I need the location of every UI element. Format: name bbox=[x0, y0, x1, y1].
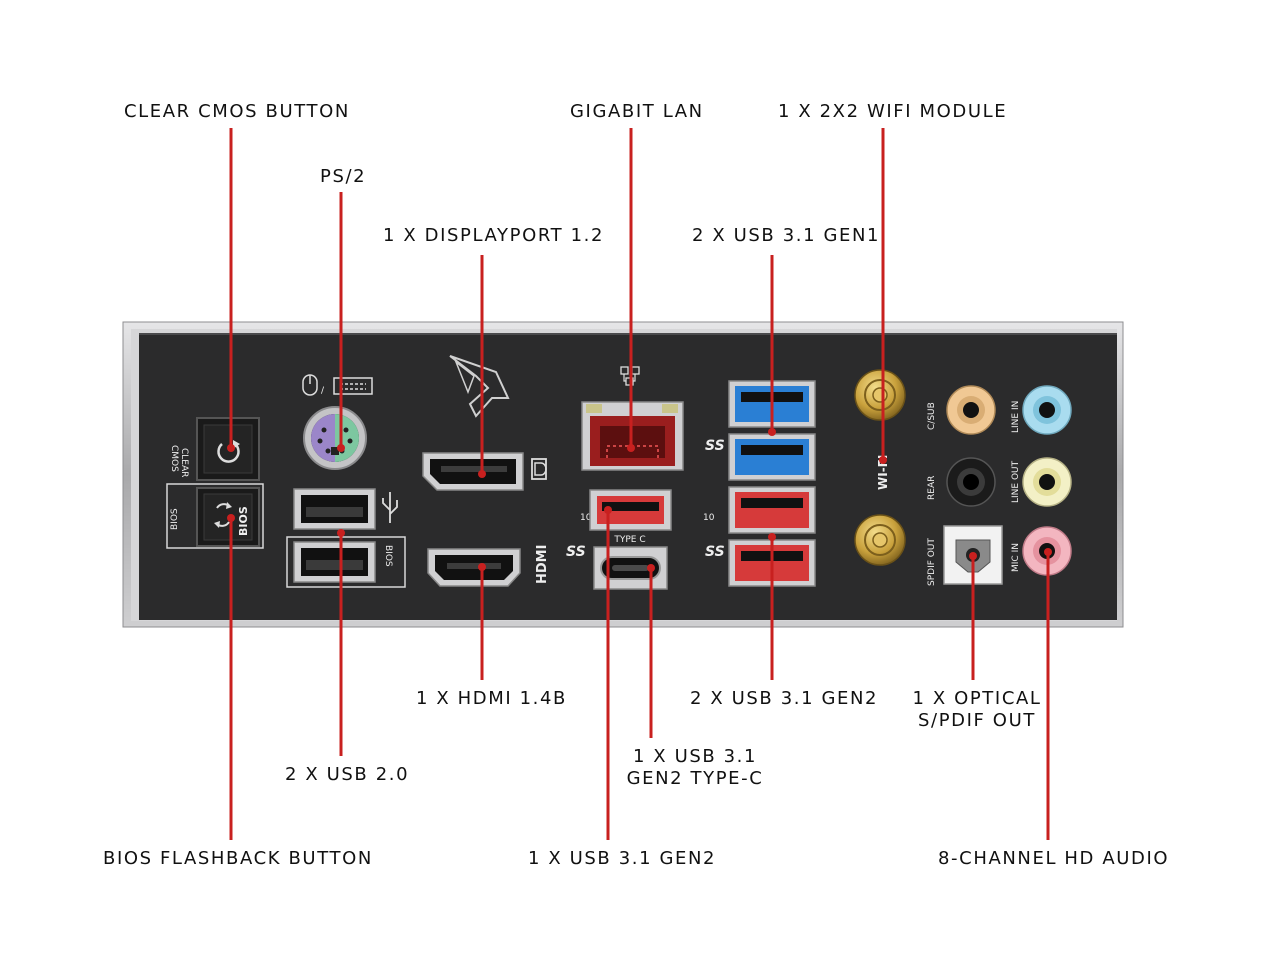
callout-optical: 1 X OPTICAL S/PDIF OUT bbox=[912, 688, 1041, 732]
usb20-port-bottom[interactable] bbox=[293, 541, 376, 583]
bios-side-label: BIOS bbox=[170, 508, 180, 530]
hdmi-port[interactable] bbox=[427, 548, 521, 587]
svg-text:SS: SS bbox=[705, 438, 725, 454]
displayport-port[interactable] bbox=[422, 452, 524, 491]
svg-text:SS: SS bbox=[705, 544, 725, 560]
callout-usb31-gen2-single: 1 X USB 3.1 GEN2 bbox=[528, 848, 717, 869]
callout-optical-line1: 1 X OPTICAL bbox=[912, 688, 1042, 709]
ss10-icon-right: SS 10 bbox=[703, 513, 725, 560]
ss10-icon-left: SS 10 bbox=[566, 513, 592, 560]
callout-clear-cmos: CLEAR CMOS BUTTON bbox=[124, 101, 350, 122]
usb-type-c-port[interactable] bbox=[593, 546, 668, 590]
audio-jack-line-in[interactable] bbox=[1022, 385, 1072, 435]
usb31-gen1-port-bottom[interactable] bbox=[728, 433, 816, 481]
svg-text:10: 10 bbox=[703, 513, 715, 523]
rog-logo bbox=[449, 355, 510, 418]
callout-bios-flashback: BIOS FLASHBACK BUTTON bbox=[103, 848, 373, 869]
bios-usb-label: BIOS bbox=[383, 545, 393, 567]
callout-optical-line2: S/PDIF OUT bbox=[918, 710, 1036, 731]
displayport-icon bbox=[531, 458, 547, 480]
ps2-port[interactable] bbox=[303, 406, 367, 470]
bios-usb-outline bbox=[286, 536, 406, 588]
audio-jack-c-sub[interactable] bbox=[946, 385, 996, 435]
usb31-gen2-port-top[interactable] bbox=[728, 486, 816, 534]
svg-text:SS: SS bbox=[566, 544, 586, 560]
callout-gigabit-lan: GIGABIT LAN bbox=[570, 101, 704, 122]
mouse-icon bbox=[302, 374, 318, 396]
bios-button-label: BIOS bbox=[237, 506, 250, 536]
keyboard-icon bbox=[333, 377, 373, 395]
callout-usb-type-c-line1: 1 X USB 3.1 bbox=[632, 746, 758, 767]
spdif-out-label: SPDIF OUT bbox=[927, 538, 937, 586]
clear-label: CLEAR bbox=[179, 448, 189, 477]
rear-label: REAR bbox=[927, 476, 937, 500]
audio-jack-line-out[interactable] bbox=[1022, 457, 1072, 507]
line-in-label: LINE IN bbox=[1011, 401, 1021, 433]
callout-ps2: PS/2 bbox=[320, 166, 367, 187]
callout-wifi-module: 1 X 2X2 WIFI MODULE bbox=[778, 101, 1008, 122]
mic-in-label: MIC IN bbox=[1011, 543, 1021, 572]
c-sub-label: C/SUB bbox=[927, 402, 937, 430]
callout-usb20: 2 X USB 2.0 bbox=[285, 764, 410, 785]
callout-hd-audio: 8-CHANNEL HD AUDIO bbox=[938, 848, 1170, 869]
ss-icon-gen1: SS bbox=[705, 438, 725, 454]
callout-usb-type-c: 1 X USB 3.1 GEN2 TYPE-C bbox=[627, 746, 764, 790]
svg-text:10: 10 bbox=[580, 513, 592, 523]
leader-lines bbox=[229, 128, 1050, 840]
line-out-label: LINE OUT bbox=[1011, 460, 1021, 503]
cmos-label: CMOS bbox=[169, 445, 179, 472]
wifi-antenna-top[interactable] bbox=[854, 369, 906, 421]
wifi-label: WI-FI bbox=[876, 455, 890, 490]
callout-usb31-gen2-pair: 2 X USB 3.1 GEN2 bbox=[690, 688, 879, 709]
callout-usb31-gen1: 2 X USB 3.1 GEN1 bbox=[692, 225, 881, 246]
leader-dots bbox=[227, 428, 1052, 572]
callout-displayport: 1 X DISPLAYPORT 1.2 bbox=[383, 225, 604, 246]
reset-icon bbox=[217, 443, 240, 463]
usb31-gen2-port-single[interactable] bbox=[589, 489, 672, 531]
wifi-antenna-bottom[interactable] bbox=[854, 514, 906, 566]
hdmi-label: HDMI bbox=[535, 545, 550, 584]
network-icon bbox=[620, 366, 640, 386]
usb20-port-top[interactable] bbox=[293, 488, 376, 530]
audio-jack-rear[interactable] bbox=[946, 457, 996, 507]
type-c-label: TYPE C bbox=[613, 535, 645, 545]
usb-trident-icon bbox=[382, 492, 398, 523]
callout-usb-type-c-line2: GEN2 TYPE-C bbox=[626, 768, 764, 789]
bios-group-outline bbox=[166, 483, 264, 549]
callout-hdmi: 1 X HDMI 1.4B bbox=[416, 688, 567, 709]
slash-glyph: / bbox=[321, 386, 325, 396]
